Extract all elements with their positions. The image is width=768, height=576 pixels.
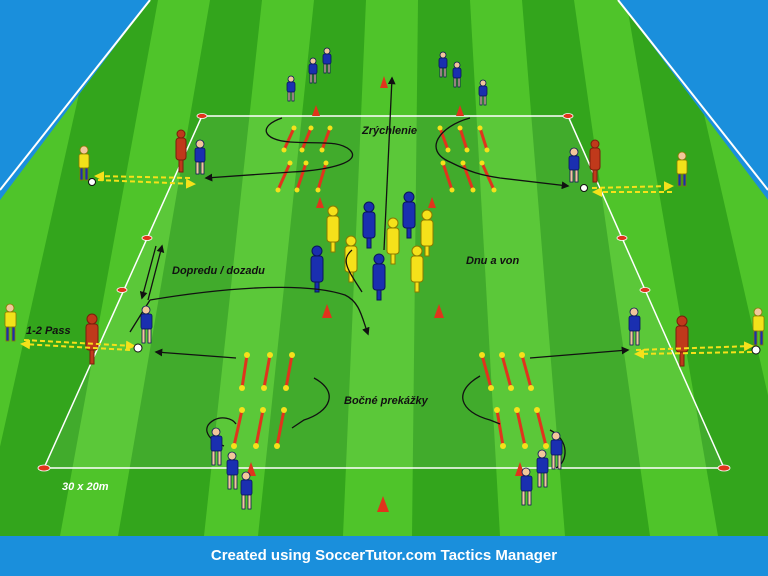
touchline-left	[0, 0, 151, 191]
label-forward-back: Dopredu / dozadu	[172, 265, 265, 277]
red-mannequins	[85, 129, 689, 367]
cone-bottom	[377, 496, 389, 512]
pass-lines	[20, 171, 754, 359]
label-acceleration: Zrýchlenie	[361, 125, 417, 137]
label-side-obstacles: Bočné prekážky	[344, 395, 429, 407]
footer-bar: Created using SoccerTutor.com Tactics Ma…	[0, 536, 768, 576]
cones	[37, 76, 731, 512]
label-in-out: Dnu a von	[466, 255, 519, 267]
cone-top	[380, 76, 388, 88]
pitch-diagram: Zrýchlenie Dopredu / dozadu Dnu a von 1-…	[0, 0, 768, 536]
footer-credit: Created using SoccerTutor.com Tactics Ma…	[210, 547, 558, 564]
center-mannequins	[310, 191, 434, 301]
yellow-players	[4, 145, 765, 346]
balls	[88, 178, 761, 355]
label-one-two-pass: 1-2 Pass	[26, 325, 71, 337]
acceleration-arrow	[383, 76, 396, 251]
blue-players	[140, 47, 641, 510]
label-area-size: 30 x 20m	[62, 481, 109, 493]
touchline-right	[617, 0, 768, 191]
